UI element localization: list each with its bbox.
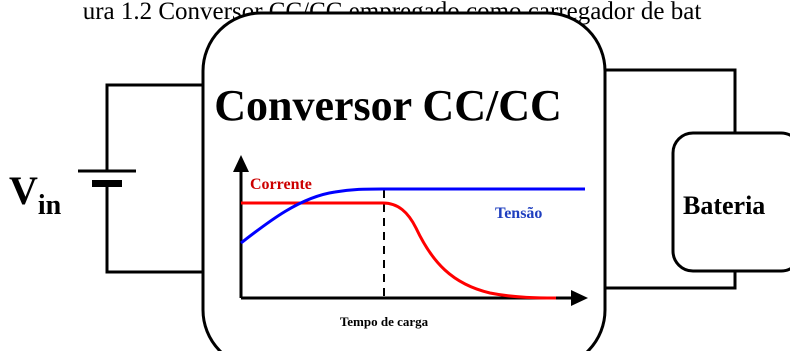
battery-box [671,131,790,273]
battery-wires [605,68,737,290]
converter-title: Conversor CC/CC [214,81,562,130]
voltage-curve [240,187,585,245]
source-wires [105,83,203,274]
current-series-label: Corrente [250,176,312,193]
x-axis-arrow [571,290,588,306]
current-curve [241,201,557,300]
vin-label: Vin [9,168,62,221]
voltage-series-label: Tensão [495,205,542,222]
dc-source-symbol [78,169,136,187]
y-axis-arrow [233,155,249,172]
battery-label: Bateria [683,191,765,220]
x-axis-label: Tempo de carga [340,314,429,329]
converter-box [201,11,607,351]
